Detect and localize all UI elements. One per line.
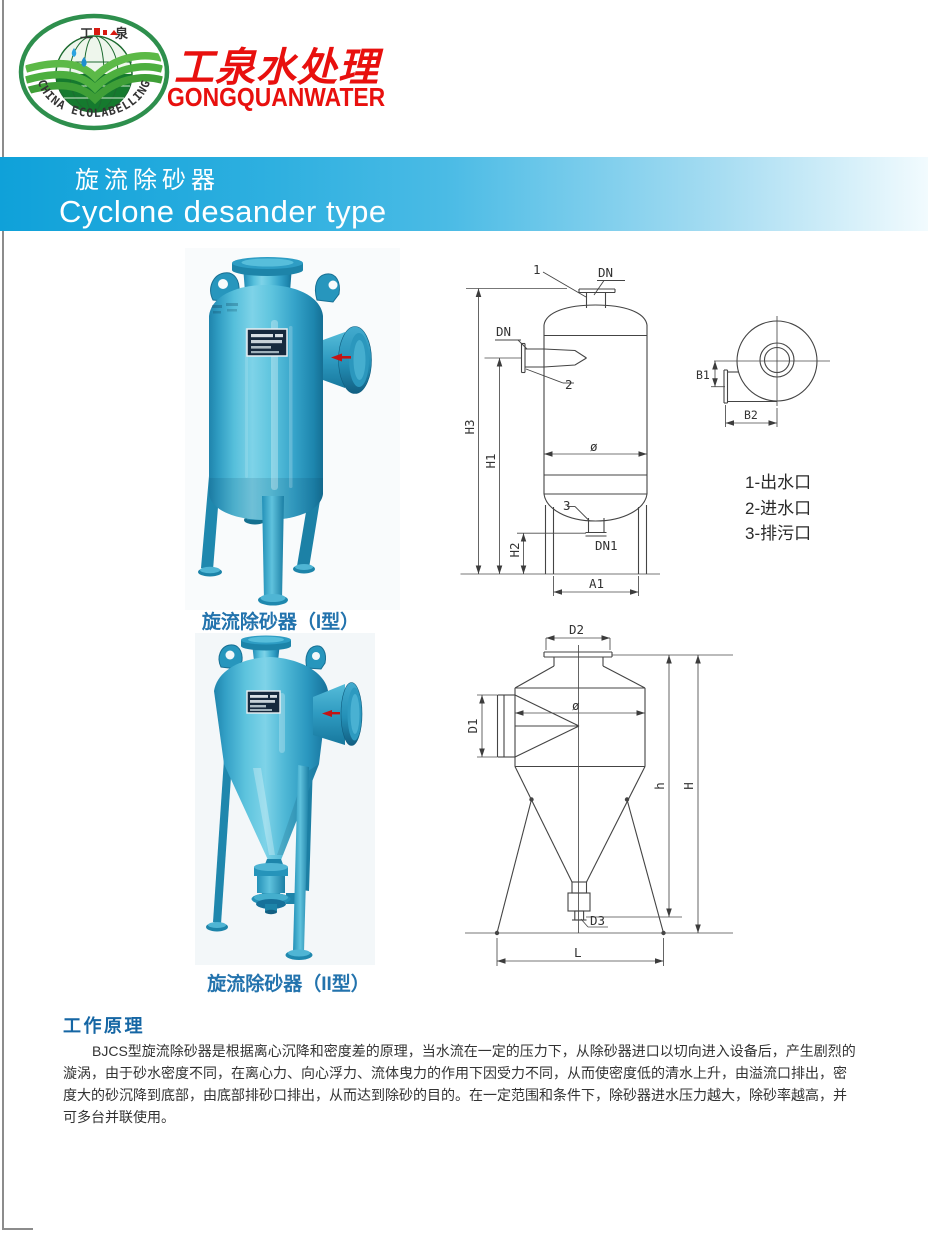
page-border-left (2, 0, 4, 1228)
d2-label-d3: D3 (590, 913, 605, 928)
d2-label-diameter: ø (572, 698, 580, 713)
d1-label-a1: A1 (589, 576, 604, 591)
d2-label-h-outer: H (681, 782, 696, 790)
product-caption-type1: 旋流除砂器（I型） (201, 612, 360, 633)
banner-title-english: Cyclone desander type (59, 194, 387, 229)
d1-label-dn1: DN1 (595, 538, 618, 553)
principle-line: 度大的砂沉降到底部，由底部排砂口排出，从而达到除砂的目的。在一定范围和条件下，除… (63, 1087, 847, 1103)
d1-callout-3: 3 (563, 498, 571, 513)
technical-drawing-type2: D2 ø D3 L D1 h H (465, 622, 733, 966)
banner-title-chinese: 旋流除砂器 (75, 167, 220, 194)
d1-label-h1: H1 (483, 453, 498, 468)
brand-name-english: GONGQUANWATER (167, 82, 386, 112)
d1-label-b1: B1 (696, 368, 710, 382)
d1-label-h3: H3 (462, 419, 477, 434)
principle-heading: 工作原理 (63, 1016, 145, 1036)
technical-drawing-type1: 1 DN DN 2 3 DN1 ø A1 H3 H1 H2 (460, 262, 830, 596)
d1-label-h2: H2 (507, 542, 522, 557)
d1-label-diameter: ø (590, 439, 598, 454)
logo-waterdrop-icon (71, 48, 77, 57)
product-photo-type2 (195, 633, 375, 965)
header: 工泉 CHINA ECOLABELLING 工泉水处理 GONGQUANWATE… (0, 0, 928, 157)
drawing-legend: 1-出水口 2-进水口 3-排污口 (745, 470, 811, 547)
flow-arrow-icon (331, 353, 342, 362)
page-border-bottom (2, 1228, 33, 1230)
product-caption-type2: 旋流除砂器（II型） (207, 974, 370, 995)
title-banner: 旋流除砂器 Cyclone desander type (0, 157, 928, 231)
d1-callout-1: 1 (533, 262, 541, 277)
flow-arrow-icon (322, 710, 332, 717)
d1-callout-2: 2 (565, 377, 573, 392)
d1-label-dn-top: DN (598, 265, 613, 280)
principle-line: BJCS型旋流除砂器是根据离心沉降和密度差的原理，当水流在一定的压力下，从除砂器… (92, 1043, 856, 1059)
company-logo-icon: 工泉 CHINA ECOLABELLING (18, 13, 170, 131)
principle-line: 漩涡，由于砂水密度不同，在离心力、向心浮力、流体曳力的作用下因受力不同，从而使密… (63, 1065, 847, 1081)
d2-label-l: L (574, 945, 582, 960)
brand-name-chinese: 工泉水处理 (174, 45, 379, 90)
legend-item-inlet: 2-进水口 (745, 498, 812, 518)
d1-label-b2: B2 (744, 408, 758, 422)
d1-label-dn-side: DN (496, 324, 511, 339)
d2-label-d2: D2 (569, 622, 584, 637)
legend-item-drain: 3-排污口 (745, 524, 812, 543)
principle-line: 可多台并联使用。 (63, 1109, 175, 1125)
d2-label-d1: D1 (465, 718, 480, 733)
principle-paragraph: BJCS型旋流除砂器是根据离心沉降和密度差的原理，当水流在一定的压力下，从除砂器… (63, 1040, 856, 1128)
d2-label-h-inner: h (652, 782, 667, 790)
logo-leaf-swoosh (25, 52, 163, 83)
product-photo-type1 (185, 248, 400, 610)
legend-item-outlet: 1-出水口 (745, 473, 812, 492)
